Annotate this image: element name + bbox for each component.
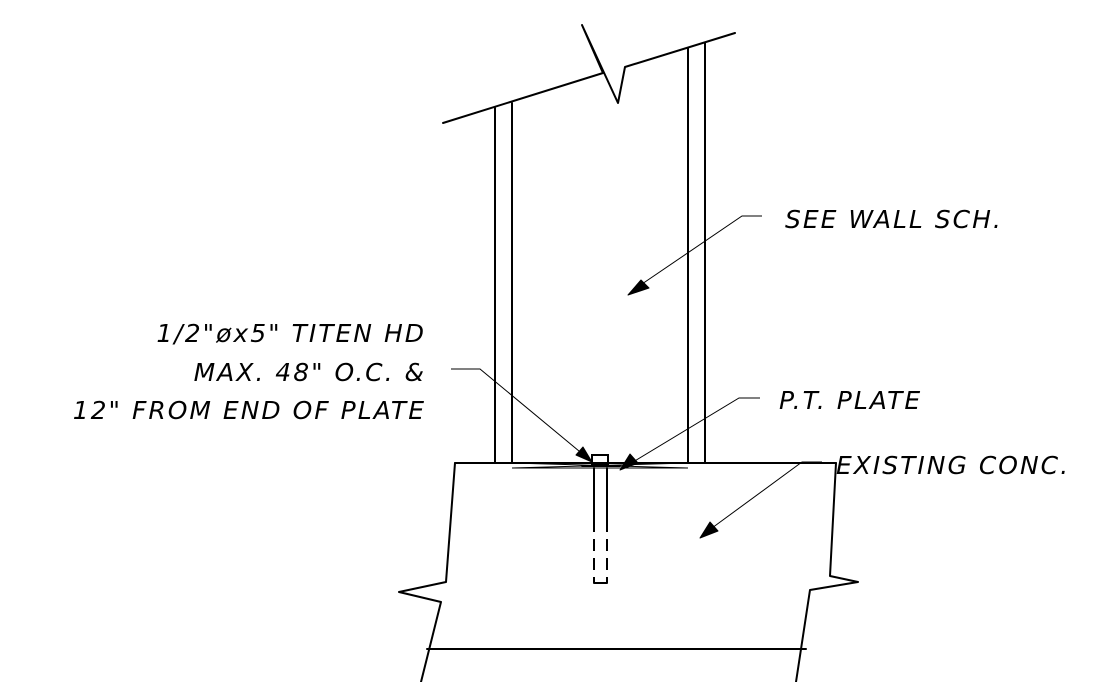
leaders xyxy=(451,215,822,539)
note-pt-plate: P.T. PLATE xyxy=(779,386,922,415)
note-anchor-line-2: MAX. 48" O.C. & xyxy=(194,358,426,387)
leader-plate xyxy=(632,397,760,463)
wall-studs xyxy=(494,42,706,464)
leader-plate-arrow xyxy=(619,453,639,471)
slab-right-break-line xyxy=(795,462,859,682)
wall-break-line xyxy=(442,24,736,124)
leader-anchor-arrow xyxy=(575,446,593,463)
leader-wall-arrow xyxy=(627,279,650,296)
leader-anchor xyxy=(451,368,586,457)
slab-left-break-line xyxy=(398,462,456,682)
leader-concrete xyxy=(711,461,822,529)
note-anchor-line-3: 12" FROM END OF PLATE xyxy=(73,396,426,425)
existing-concrete-slab xyxy=(398,462,859,682)
leader-concrete-arrow xyxy=(699,521,719,539)
leader-wall xyxy=(641,215,762,285)
titen-hd-anchor xyxy=(581,454,621,584)
note-see-wall-schedule: SEE WALL SCH. xyxy=(785,205,1003,234)
note-existing-concrete: EXISTING CONC. xyxy=(836,451,1070,480)
note-anchor-line-1: 1/2"øx5" TITEN HD xyxy=(156,319,426,348)
